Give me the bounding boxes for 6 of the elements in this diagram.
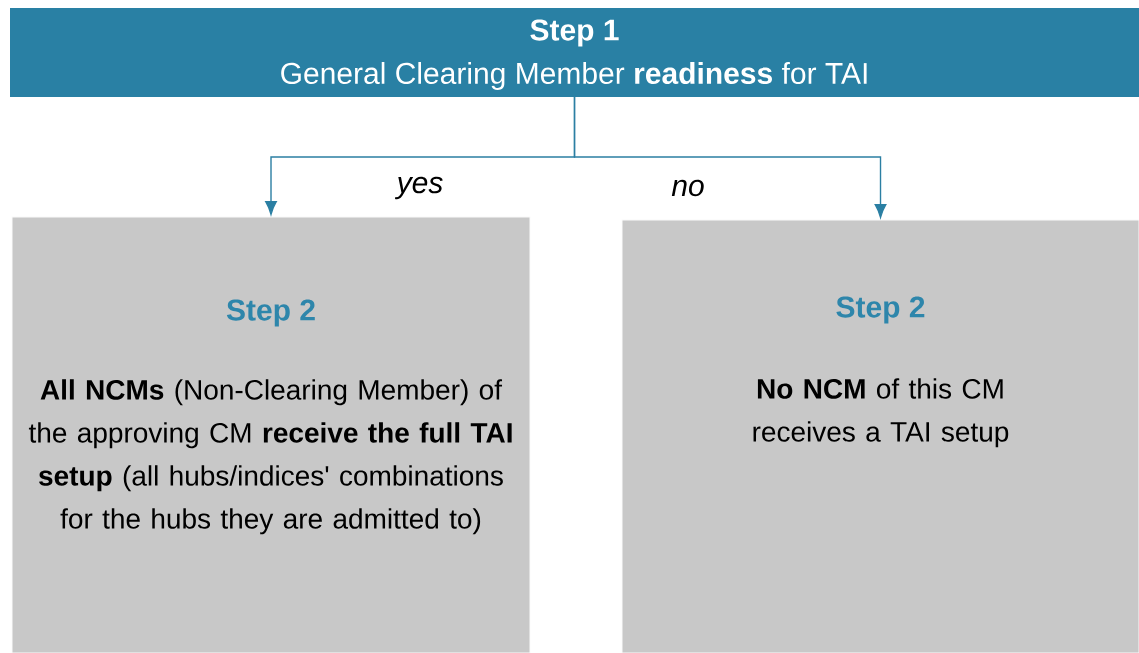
step-box: Step 2 All NCMs (Non-Clearing Member) of the approving CM receive the full TAI setup (all hubs/indices' combinations for the hubs they are admitted to) [11,216,531,653]
title-band: Step 1 General Clearing Member readiness for TAI [10,8,1139,97]
step-box: Step 2 No NCM of this CM receives a TAI setup [621,219,1139,653]
arrow [573,96,887,218]
edge-label: no [669,177,707,199]
edge-label: yes [394,174,446,202]
